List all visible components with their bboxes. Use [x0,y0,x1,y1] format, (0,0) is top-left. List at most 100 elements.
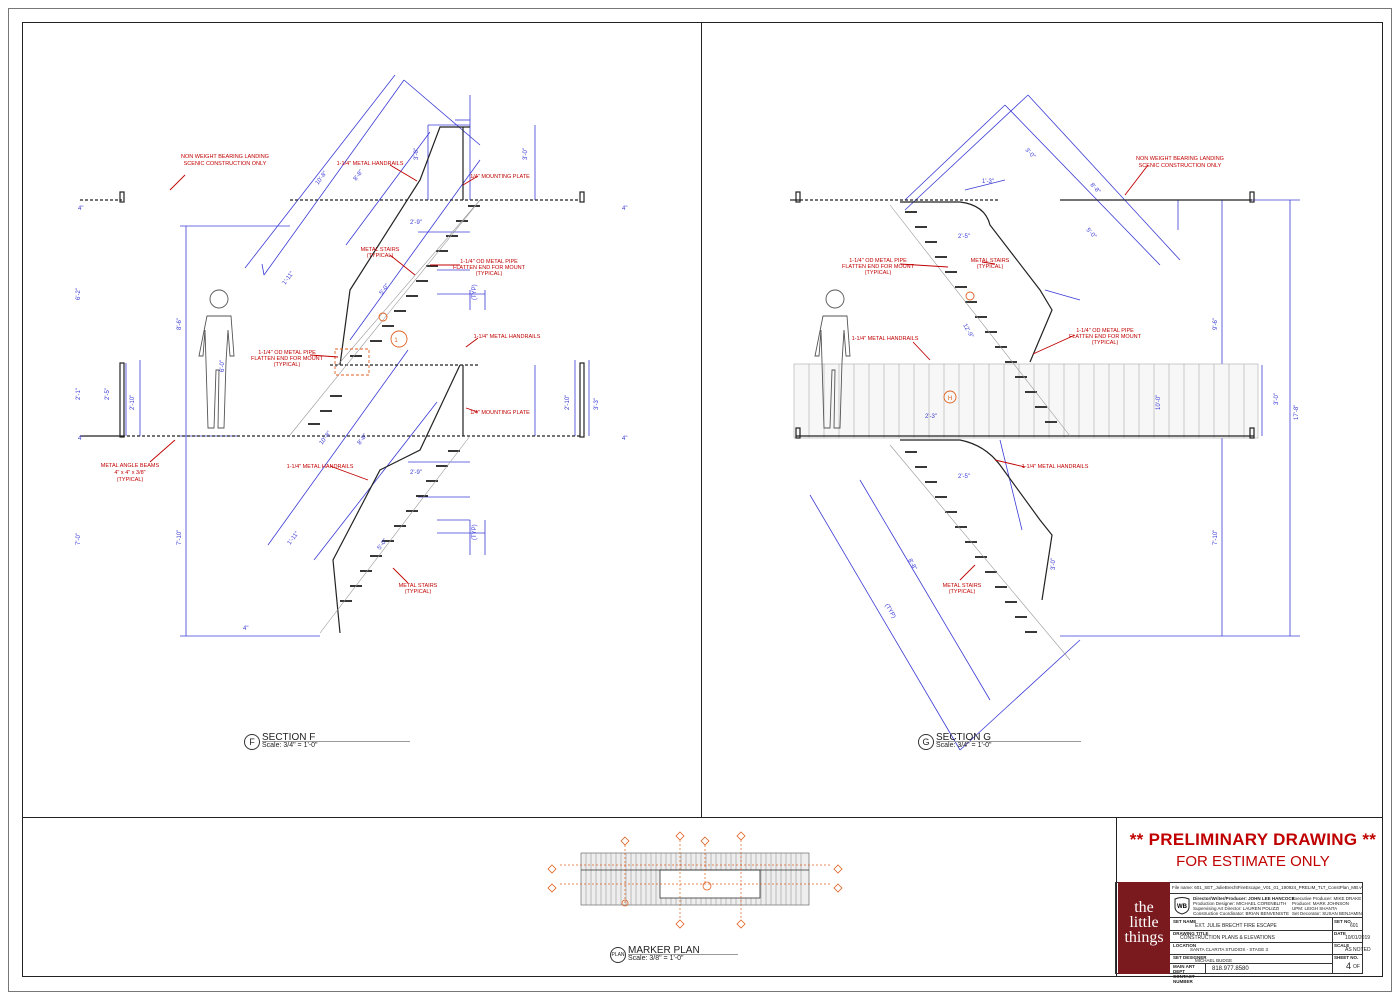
drawing-sheet [8,8,1392,992]
svg-text:(TYPICAL): (TYPICAL) [949,589,976,595]
location: SANTA CLARITA STUDIOS - STAGE 3 [1190,947,1269,952]
date: 10/01/2019 [1345,935,1371,941]
sheet-label: SHEET NO. [1334,955,1359,960]
credit-producer: Producer: MARK JOHNSON [1292,901,1350,906]
drawing-title-label: DRAWING TITLE [1173,931,1209,936]
section-f-marker: F [244,734,260,750]
scale-figure-g [814,289,851,429]
svg-text:1-1/4" METAL HANDRAILS: 1-1/4" METAL HANDRAILS [852,336,919,342]
svg-text:1-1/4" OD METAL PIPE: 1-1/4" OD METAL PIPE [1076,328,1134,334]
svg-text:1-1/4" METAL HANDRAILS: 1-1/4" METAL HANDRAILS [287,464,354,470]
section-f-title: SECTION F [262,732,316,743]
svg-text:4": 4" [243,626,248,632]
title-frame [1116,817,1383,977]
preliminary-line1: ** PRELIMINARY DRAWING ** [1129,830,1377,849]
svg-text:METAL STAIRS: METAL STAIRS [361,247,400,253]
svg-text:(TYPICAL): (TYPICAL) [117,477,144,483]
credit-exec-producer: Executive Producer: MIKE DRAKE [1292,896,1362,901]
svg-text:4": 4" [622,206,627,212]
svg-text:H: H [948,396,952,402]
svg-text:1'-3": 1'-3" [982,179,994,185]
svg-text:FLATTEN END FOR MOUNT: FLATTEN END FOR MOUNT [1069,334,1142,340]
svg-text:2'-10": 2'-10" [565,395,571,410]
svg-text:17'-8": 17'-8" [1294,405,1300,420]
svg-text:METAL STAIRS: METAL STAIRS [399,583,438,589]
sheet-of: OF [1353,964,1360,970]
svg-text:4": 4" [78,206,83,212]
svg-text:(TYPICAL): (TYPICAL) [977,264,1004,270]
credit-director: Director/Writer/Producer: JOHN LEE HANCO… [1193,896,1295,901]
svg-text:METAL ANGLE BEAMS: METAL ANGLE BEAMS [101,463,160,469]
section-g-scale: Scale: 3/4" = 1'-0" [936,742,992,749]
section-g-title: SECTION G [936,732,992,743]
designer: MICHAEL BUDGE [1195,958,1233,963]
scale: AS NOTED [1345,947,1371,953]
svg-text:3'-0": 3'-0" [414,148,420,160]
svg-text:1-1/4" METAL HANDRAILS: 1-1/4" METAL HANDRAILS [1022,464,1089,470]
drawing-title: CONSTRUCTION PLANS & ELEVATIONS [1180,935,1275,941]
svg-text:FLATTEN END FOR MOUNT: FLATTEN END FOR MOUNT [842,264,915,270]
svg-text:4": 4" [78,436,83,442]
file-name: File name: 601_SET_JulieBrechtFireEscape… [1172,885,1362,890]
svg-text:(TYPICAL): (TYPICAL) [367,253,394,259]
location-label: LOCATION [1173,943,1197,948]
section-f-scale: Scale: 3/4" = 1'-0" [262,742,318,749]
svg-text:1: 1 [394,338,398,344]
tb-rule-2 [1170,917,1363,918]
section-g-rule [936,741,1081,742]
credit-decorator: Set Decorator: SUSAN BENJAMIN [1292,911,1362,916]
svg-text:3'-0": 3'-0" [1274,393,1280,405]
tb-rule-4 [1170,942,1363,943]
svg-text:SCENIC CONSTRUCTION ONLY: SCENIC CONSTRUCTION ONLY [184,161,267,167]
svg-text:1-1/4" OD METAL PIPE: 1-1/4" OD METAL PIPE [849,258,907,264]
svg-text:7'-10": 7'-10" [177,530,183,545]
svg-text:NON WEIGHT BEARING LANDING: NON WEIGHT BEARING LANDING [1136,156,1224,162]
svg-text:5'-0": 5'-0" [379,283,391,296]
svg-text:METAL STAIRS: METAL STAIRS [971,258,1010,264]
scale-figure-f [198,289,235,429]
svg-text:4" x 4" x 3/8": 4" x 4" x 3/8" [114,470,145,476]
marker-plan-rule [628,954,738,955]
svg-text:1/4" MOUNTING PLATE: 1/4" MOUNTING PLATE [470,410,530,416]
credit-upm: UPM: LEIGH SHANTA [1292,906,1338,911]
svg-text:6'-2": 6'-2" [76,288,82,300]
svg-text:2'-5": 2'-5" [958,474,970,480]
svg-text:(TYP): (TYP) [472,524,478,540]
svg-text:FLATTEN END FOR MOUNT: FLATTEN END FOR MOUNT [251,356,324,362]
svg-text:FLATTEN END FOR MOUNT: FLATTEN END FOR MOUNT [453,265,526,271]
svg-text:10'-0": 10'-0" [1156,395,1162,410]
svg-text:3'-0": 3'-0" [523,148,529,160]
marker-plan-marker: PLAN [610,947,626,963]
svg-text:3'-0": 3'-0" [1051,558,1057,570]
svg-text:1/4" MOUNTING PLATE: 1/4" MOUNTING PLATE [470,174,530,180]
svg-text:4": 4" [622,436,627,442]
sheet-number: 4 [1346,961,1352,971]
credit-designer: Production Designer: MICHAEL CORENBLITH [1193,901,1287,906]
svg-text:7'-0": 7'-0" [76,533,82,545]
svg-text:(TYPICAL): (TYPICAL) [476,271,503,277]
svg-text:8'-8": 8'-8" [353,169,365,182]
svg-text:1-1/4" METAL HANDRAILS: 1-1/4" METAL HANDRAILS [474,334,541,340]
marker-plan-scale: Scale: 3/8" = 1'-0" [628,955,684,962]
svg-text:1-1/4" METAL HANDRAILS: 1-1/4" METAL HANDRAILS [337,161,404,167]
scale-label: SCALE [1334,943,1350,948]
title-block [1115,882,1363,974]
svg-text:WB: WB [1177,904,1188,910]
svg-text:9'-6": 9'-6" [1213,318,1219,330]
svg-text:3'-3": 3'-3" [594,398,600,410]
svg-text:8'-8": 8'-8" [357,433,369,446]
marker-plan-title: MARKER PLAN [628,945,700,956]
svg-text:2'-9": 2'-9" [410,470,422,476]
set-name: EXT. JULIE BRECHT FIRE ESCAPE [1195,923,1277,929]
set-no-label: SET NO. [1334,919,1353,924]
svg-text:(TYPICAL): (TYPICAL) [1092,340,1119,346]
credit-coordinator: Construction Coordinator: BRIAN BENVENIS… [1193,911,1290,916]
section-g-marker: G [918,734,934,750]
the-little-things-logo: the little things [1118,882,1170,974]
date-label: DATE [1334,931,1346,936]
tb-vrule-1 [1332,917,1333,974]
svg-text:(TYPICAL): (TYPICAL) [274,362,301,368]
svg-text:7'-10": 7'-10" [1213,530,1219,545]
